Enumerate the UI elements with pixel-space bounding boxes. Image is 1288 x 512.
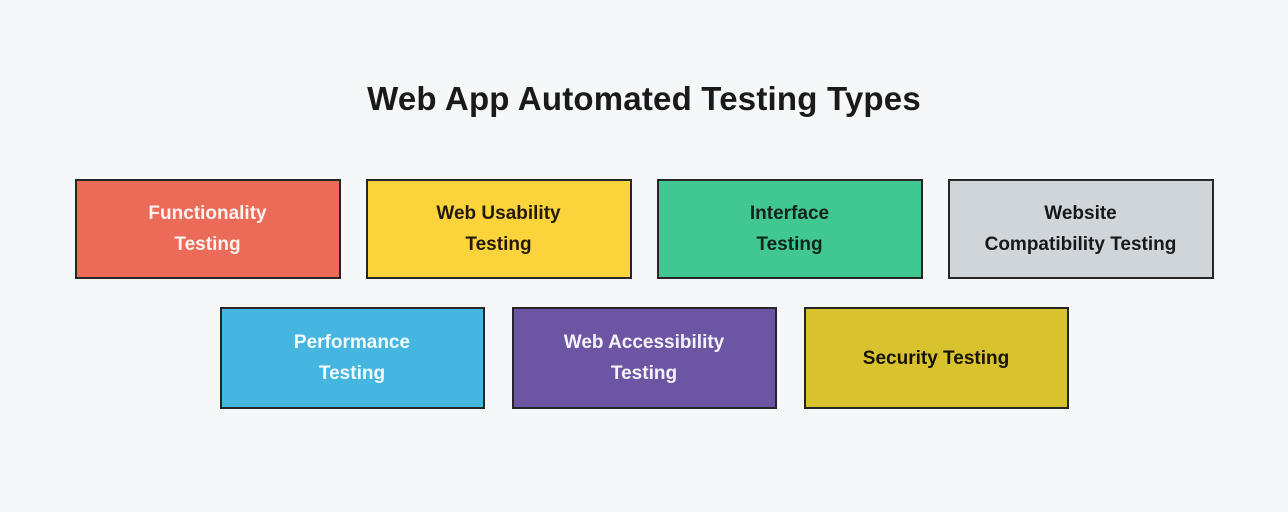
box-label-line: Web Accessibility (563, 332, 725, 353)
diagram-title: Web App Automated Testing Types (367, 80, 921, 117)
box-label-line: Functionality (148, 203, 267, 224)
box-label-line: Testing (174, 234, 241, 255)
box-label-line: Testing (610, 363, 678, 384)
box-label-line: Testing (318, 363, 386, 384)
box-label-line: Web Usability (436, 203, 561, 224)
box-label-line: Security Testing (862, 347, 1010, 369)
box-label-line: Website (1044, 203, 1117, 224)
box-label-line: Testing (756, 234, 823, 255)
box-label-line: Interface (749, 203, 830, 224)
box-label-line: Performance (293, 332, 411, 353)
box-security-testing: Security Testing (803, 307, 1069, 409)
box-label-line: Compatibility Testing (984, 234, 1177, 255)
box-label-line: Testing (465, 234, 532, 255)
